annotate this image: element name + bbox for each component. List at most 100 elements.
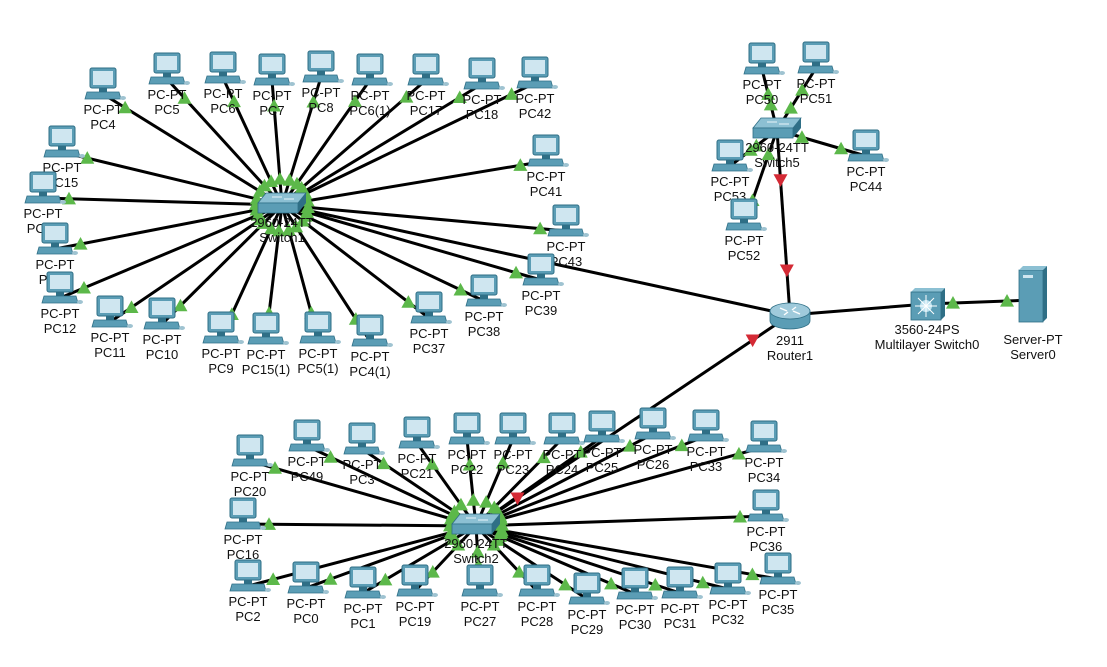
pc-pc31-name-label: PC31 xyxy=(664,616,697,631)
link-router1-mls0[interactable] xyxy=(789,302,928,317)
link-pc38-switch1[interactable] xyxy=(281,203,485,303)
pc-pc27-model-label: PC-PT xyxy=(461,599,500,614)
link-pc33-switch2[interactable] xyxy=(475,434,707,528)
link-pc22-switch2[interactable] xyxy=(465,438,478,527)
link-pc26-switch2[interactable] xyxy=(475,432,654,528)
pc-icon xyxy=(543,412,585,445)
link-status-up-icon xyxy=(300,200,315,213)
pc-pc43-name-label: PC43 xyxy=(550,254,583,269)
switch-switch1-model-label: 2960-24TT xyxy=(250,215,314,230)
link-router1-switch2[interactable] xyxy=(475,313,791,528)
multilayer-switch-icon xyxy=(910,288,945,321)
link-pc2-switch2[interactable] xyxy=(247,524,477,588)
link-pc4-switch1[interactable] xyxy=(102,92,283,207)
link-pc34-switch2[interactable] xyxy=(475,445,765,528)
pc-pc30-model-label: PC-PT xyxy=(616,602,655,617)
pc-pc7-model-label: PC-PT xyxy=(253,88,292,103)
link-pc39-switch1[interactable] xyxy=(281,203,542,282)
link-pc11-switch1[interactable] xyxy=(109,203,283,324)
pc-pc15-model-label: PC-PT xyxy=(43,160,82,175)
link-pc36-switch2[interactable] xyxy=(475,514,767,528)
link-status-up-icon xyxy=(378,572,393,586)
link-status-up-icon xyxy=(76,280,91,294)
link-pc41-switch1[interactable] xyxy=(281,159,547,207)
link-pc13-switch1[interactable] xyxy=(54,203,283,251)
link-router1-switch5[interactable] xyxy=(775,129,792,316)
link-pc15-switch1[interactable] xyxy=(61,150,283,207)
link-pc16-switch2[interactable] xyxy=(242,522,477,528)
link-pc12-switch1[interactable] xyxy=(59,203,283,300)
pc-device[interactable]: PC-PTPC14 xyxy=(24,171,67,236)
pc-pc32-model-label: PC-PT xyxy=(709,597,748,612)
link-pc43-switch1[interactable] xyxy=(281,203,567,233)
link-status-up-icon xyxy=(945,296,960,309)
pc-icon xyxy=(287,561,329,594)
link-pc20-switch2[interactable] xyxy=(249,459,477,528)
pc-pc27-name-label: PC27 xyxy=(464,614,497,629)
switch-switch2-model-label: 2960-24TT xyxy=(444,536,508,551)
link-pc42-switch1[interactable] xyxy=(281,81,536,207)
link-pc21-switch2[interactable] xyxy=(415,442,478,527)
link-pc14-switch1[interactable] xyxy=(42,196,283,207)
link-pc18-switch1[interactable] xyxy=(281,82,483,207)
link-pc23-switch2[interactable] xyxy=(474,438,515,527)
